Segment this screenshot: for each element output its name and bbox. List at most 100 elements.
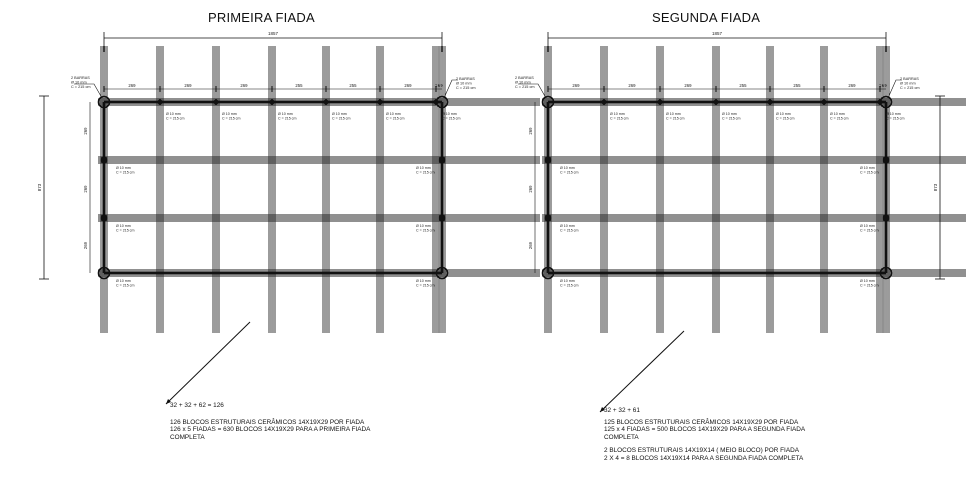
span-value: 269 (848, 83, 856, 88)
rebar-point (438, 156, 446, 164)
rebar-point (100, 156, 108, 164)
span-value: 269 (128, 83, 136, 88)
note-line: 126 x 5 FIADAS = 630 BLOCOS 14X19X29 PAR… (170, 426, 371, 434)
rebar-label: Ø 10 mm (386, 112, 401, 116)
plan-primeira (39, 32, 540, 405)
corner-rebar-label-left: 2 BARRAS (515, 76, 534, 80)
corner-rebar-label-left: C = 215 cm (71, 85, 91, 89)
notes-segunda-fiada: 32 + 32 + 61 125 BLOCOS ESTRUTURAIS CERÂ… (604, 407, 944, 463)
corner-rebar-label-left: Ø 10 mm (71, 81, 87, 85)
rebar-label: C = 215 cm (666, 117, 684, 121)
rebar-label: Ø 10 mm (560, 166, 575, 170)
rebar-point (882, 214, 890, 222)
span-value: 269 (184, 83, 192, 88)
span-value: 269 (879, 83, 887, 88)
rebar-label: Ø 10 mm (116, 279, 131, 283)
rebar-label: C = 215 cm (560, 171, 578, 175)
rebar-label: C = 215 cm (332, 117, 350, 121)
note-leader-arrow (599, 330, 685, 413)
span-value: 269 (684, 83, 692, 88)
rebar-label: Ø 10 mm (442, 112, 457, 116)
span-value: 255 (793, 83, 801, 88)
side-span-value: 269 (83, 185, 88, 193)
rebar-point (97, 95, 111, 109)
rebar-label: C = 215 cm (560, 284, 578, 288)
rebar-label: C = 215 cm (560, 229, 578, 233)
overall-width-value: 1857 (712, 31, 723, 36)
rebar-point (657, 99, 663, 105)
rebar-label: Ø 10 mm (560, 279, 575, 283)
rebar-point (269, 99, 275, 105)
note-line: 125 BLOCOS ESTRUTURAIS CERÂMICOS 14X19X2… (604, 418, 799, 426)
span-value: 269 (572, 83, 580, 88)
rebar-label: Ø 10 mm (416, 166, 431, 170)
rebar-point (377, 99, 383, 105)
rebar-label: Ø 10 mm (860, 279, 875, 283)
rebar-label: Ø 10 mm (116, 166, 131, 170)
rebar-label: C = 215 cm (386, 117, 404, 121)
rebar-label: C = 215 cm (222, 117, 240, 121)
rebar-label: Ø 10 mm (332, 112, 347, 116)
side-span-value: 269 (528, 127, 533, 135)
overall-height-value: 873 (933, 183, 938, 191)
corner-rebar-label-right: Ø 10 mm (900, 82, 916, 86)
note-leader-arrow (165, 321, 251, 405)
rebar-label: C = 215 cm (610, 117, 628, 121)
leader-line (443, 79, 458, 99)
rebar-label: C = 215 cm (860, 284, 878, 288)
corner-rebar-label-right: 2 BARRAS (456, 77, 475, 81)
span-value: 269 (628, 83, 636, 88)
rebar-point (544, 156, 552, 164)
rebar-point (541, 266, 555, 280)
corner-rebar-label-right: 2 BARRAS (900, 77, 919, 81)
rebar-point (435, 266, 449, 280)
span-value: 255 (295, 83, 303, 88)
rebar-label: C = 215 cm (886, 117, 904, 121)
rebar-point (877, 99, 883, 105)
rebar-label: C = 215 cm (166, 117, 184, 121)
rebar-point (157, 99, 163, 105)
overall-width-value: 1857 (268, 31, 279, 36)
plan-segunda (518, 32, 966, 413)
rebar-label: C = 215 cm (116, 229, 134, 233)
rebar-label: Ø 10 mm (776, 112, 791, 116)
corner-rebar-label-left: Ø 10 mm (515, 81, 531, 85)
rebar-point (879, 266, 893, 280)
notes-primeira-fiada: 32 + 32 + 62 = 126 126 BLOCOS ESTRUTURAI… (170, 402, 470, 441)
rebar-point (97, 266, 111, 280)
rebar-label: C = 215 cm (722, 117, 740, 121)
leader-line (74, 83, 103, 99)
note-line: 2 BLOCOS ESTRUTURAIS 14X19X14 ( MEIO BLO… (604, 447, 799, 455)
rebar-label: C = 215 cm (442, 117, 460, 121)
corner-rebar-label-right: C = 215 cm (900, 86, 920, 90)
rebar-point (323, 99, 329, 105)
rebar-label: Ø 10 mm (886, 112, 901, 116)
side-span-value: 269 (83, 127, 88, 135)
note-line: 126 BLOCOS ESTRUTURAIS CERÂMICOS 14X19X2… (170, 418, 365, 426)
note-line: COMPLETA (604, 433, 639, 441)
rebar-label: Ø 10 mm (830, 112, 845, 116)
rebar-label: Ø 10 mm (610, 112, 625, 116)
leader-line (518, 83, 547, 99)
rebar-point (541, 95, 555, 109)
rebar-label: Ø 10 mm (722, 112, 737, 116)
rebar-label: Ø 10 mm (416, 224, 431, 228)
span-value: 255 (349, 83, 357, 88)
rebar-label: Ø 10 mm (166, 112, 181, 116)
rebar-label: Ø 10 mm (222, 112, 237, 116)
corner-rebar-label-right: Ø 10 mm (456, 82, 472, 86)
overall-height-value: 873 (37, 183, 42, 191)
rebar-point (882, 156, 890, 164)
arrow-head (166, 399, 171, 404)
rebar-point (213, 99, 219, 105)
rebar-label: C = 215 cm (416, 229, 434, 233)
block-sum-primeira: 32 + 32 + 62 = 126 (170, 402, 224, 409)
rebar-label: C = 215 cm (860, 171, 878, 175)
rebar-label: C = 215 cm (830, 117, 848, 121)
corner-rebar-label-left: 2 BARRAS (71, 76, 90, 80)
corner-rebar-label-right: C = 215 cm (456, 86, 476, 90)
rebar-label: C = 215 cm (416, 171, 434, 175)
rebar-label: Ø 10 mm (416, 279, 431, 283)
